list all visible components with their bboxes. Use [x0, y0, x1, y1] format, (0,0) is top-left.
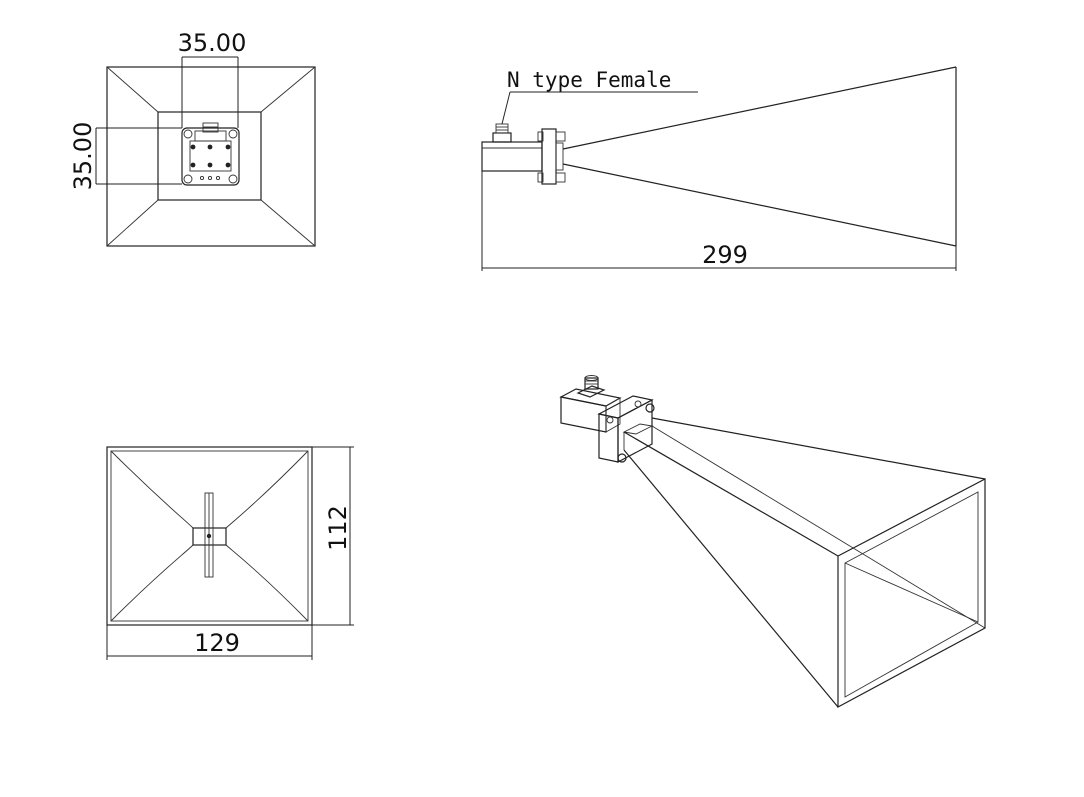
front-width-label: 35.00: [178, 29, 247, 57]
aperture-width-dimension: 129: [106, 625, 313, 660]
front-width-dimension: 35.00: [178, 29, 247, 128]
aperture-view: 129 112: [106, 446, 354, 660]
length-label: 299: [702, 241, 748, 269]
connector-label: N type Female: [507, 68, 671, 92]
connector-callout: N type Female: [501, 68, 698, 125]
aperture-height-dimension: 112: [312, 446, 354, 626]
n-connector: [492, 123, 512, 143]
length-dimension: 299: [481, 171, 957, 271]
side-view: N type Female 299: [481, 66, 957, 271]
flange-plate: [181, 122, 240, 186]
front-view: 35.00 35.00: [69, 29, 316, 247]
front-height-dimension: 35.00: [69, 122, 182, 191]
iso-connector: [576, 375, 606, 398]
aperture-height-label: 112: [324, 505, 352, 551]
front-height-label: 35.00: [69, 122, 97, 191]
isometric-view: [559, 375, 986, 709]
aperture-width-label: 129: [194, 629, 240, 657]
